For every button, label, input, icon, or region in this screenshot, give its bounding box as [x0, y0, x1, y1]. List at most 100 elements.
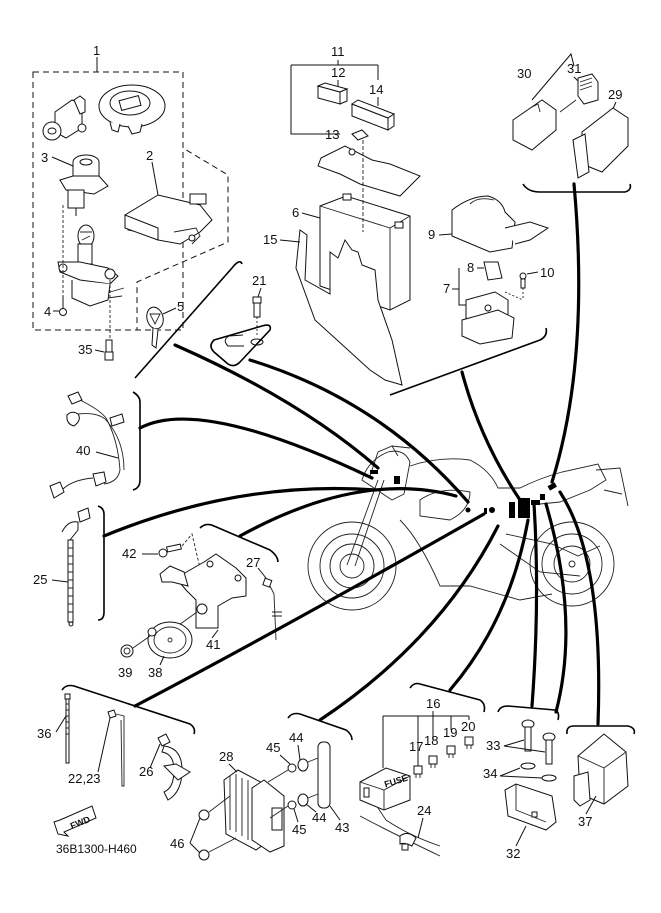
- battery-cover-part: [317, 145, 421, 197]
- screw-35-part: [104, 339, 114, 361]
- leader-lines: [102, 182, 601, 726]
- fuse-20-part: [464, 736, 474, 749]
- rectifier-group: 28 46 45 44 44 45 43: [170, 712, 353, 861]
- clamp-22-23-part: [107, 709, 125, 787]
- callout-15: 15: [263, 232, 277, 247]
- relay-29-part: [572, 107, 629, 179]
- relay-cover-9-part: [451, 195, 550, 253]
- callout-21: 21: [252, 273, 266, 288]
- relay-group-bracket: [389, 327, 548, 396]
- battery-band-14-part: [350, 99, 396, 131]
- callout-44a: 44: [289, 730, 303, 745]
- relay-37-group: 37: [566, 725, 636, 829]
- callout-16: 16: [426, 696, 440, 711]
- connector-group-bracket: [522, 183, 632, 193]
- bolt-21-bracket: [210, 324, 272, 367]
- starter-relay-7-part: [461, 291, 515, 345]
- terminal-lead-part: [224, 334, 264, 347]
- screw-33-parts: [521, 719, 556, 765]
- cable-tie-36-part: [64, 693, 71, 764]
- connector-group: 30 31 29: [512, 52, 632, 193]
- coupler-30-part: [512, 99, 557, 151]
- fuse-box-part: FUSE: [359, 767, 411, 811]
- forward-arrow-icon: [53, 805, 97, 837]
- callout-17: 17: [409, 739, 423, 754]
- callout-39: 39: [118, 665, 132, 680]
- callout-20: 20: [461, 719, 475, 734]
- callout-30: 30: [517, 66, 531, 81]
- callout-19: 19: [443, 725, 457, 740]
- coupler-32-group: 33 34 32: [483, 705, 560, 861]
- forward-direction-marker: FWD: [53, 805, 97, 837]
- lock-set-group: 1: [32, 43, 229, 361]
- harness-40-bracket: [132, 391, 141, 491]
- bolt-43-part: [307, 741, 331, 809]
- fuse-8-part: [483, 261, 503, 281]
- callout-34: 34: [483, 766, 497, 781]
- drawing-code: 36B1300-H460: [56, 842, 137, 856]
- relay-37-bracket: [566, 725, 636, 735]
- callout-18: 18: [424, 733, 438, 748]
- fuse-group-bracket: [409, 682, 486, 713]
- cable-band-27-part: [262, 577, 282, 641]
- fuse-group: 16 17 18 19 20 FUSE 24: [359, 682, 486, 857]
- horn-group-bracket: [199, 523, 279, 563]
- callout-46: 46: [170, 836, 184, 851]
- battery-case-part: [295, 229, 403, 386]
- coupler-32-bracket: [497, 705, 560, 721]
- callout-40: 40: [76, 443, 90, 458]
- callout-6: 6: [292, 205, 299, 220]
- callout-43: 43: [335, 820, 349, 835]
- band-25-bracket: [97, 505, 105, 621]
- rectifier-28-part: [223, 769, 285, 853]
- callout-45a: 45: [266, 740, 280, 755]
- callout-31: 31: [567, 61, 581, 76]
- nut-39-part: [120, 644, 134, 658]
- callout-38: 38: [148, 665, 162, 680]
- callout-7: 7: [443, 281, 450, 296]
- callout-10: 10: [540, 265, 554, 280]
- bolt-42-part: [158, 543, 182, 558]
- callout-2: 2: [146, 148, 153, 163]
- callout-45b: 45: [292, 822, 306, 837]
- callout-5: 5: [177, 299, 184, 314]
- callout-32: 32: [506, 846, 520, 861]
- motorcycle-outline: [307, 445, 629, 611]
- callout-44b: 44: [312, 810, 326, 825]
- callout-3: 3: [41, 150, 48, 165]
- washer-34-parts: [520, 762, 557, 782]
- spacer-44-parts: [297, 758, 309, 807]
- callout-26: 26: [139, 764, 153, 779]
- screw-4-part: [59, 296, 67, 316]
- callout-4: 4: [44, 304, 51, 319]
- battery-band-12-part: [316, 82, 349, 105]
- pad-13-part: [351, 129, 369, 141]
- callout-41: 41: [206, 637, 220, 652]
- sub-harness-40-group: 40: [49, 391, 141, 499]
- clamp-24-part: [359, 807, 441, 857]
- fuse-19-part: [446, 745, 456, 758]
- key-part: [146, 306, 164, 349]
- callout-9: 9: [428, 227, 435, 242]
- horn-38-part: [147, 621, 193, 659]
- bolt-10-part: [504, 272, 527, 301]
- lock-set-dashed-frame: [32, 71, 184, 331]
- callout-25: 25: [33, 572, 47, 587]
- callout-1: 1: [93, 43, 100, 58]
- control-unit-part: [124, 193, 213, 245]
- callout-13: 13: [325, 127, 339, 142]
- bolt-21-part: [252, 296, 262, 336]
- battery-group: 11 12 14 13 6 15: [210, 44, 421, 386]
- relay-group: 9 8 7 10: [389, 195, 554, 396]
- lock-set-dashed-extension: [136, 72, 229, 330]
- callout-33: 33: [486, 738, 500, 753]
- callout-28: 28: [219, 749, 233, 764]
- callout-27: 27: [246, 555, 260, 570]
- callout-14: 14: [369, 82, 383, 97]
- fuel-cap-part: [98, 84, 166, 135]
- callout-29: 29: [608, 87, 622, 102]
- fuse-18-part: [428, 755, 438, 768]
- callout-42: 42: [122, 546, 136, 561]
- collar-45-parts: [287, 763, 297, 810]
